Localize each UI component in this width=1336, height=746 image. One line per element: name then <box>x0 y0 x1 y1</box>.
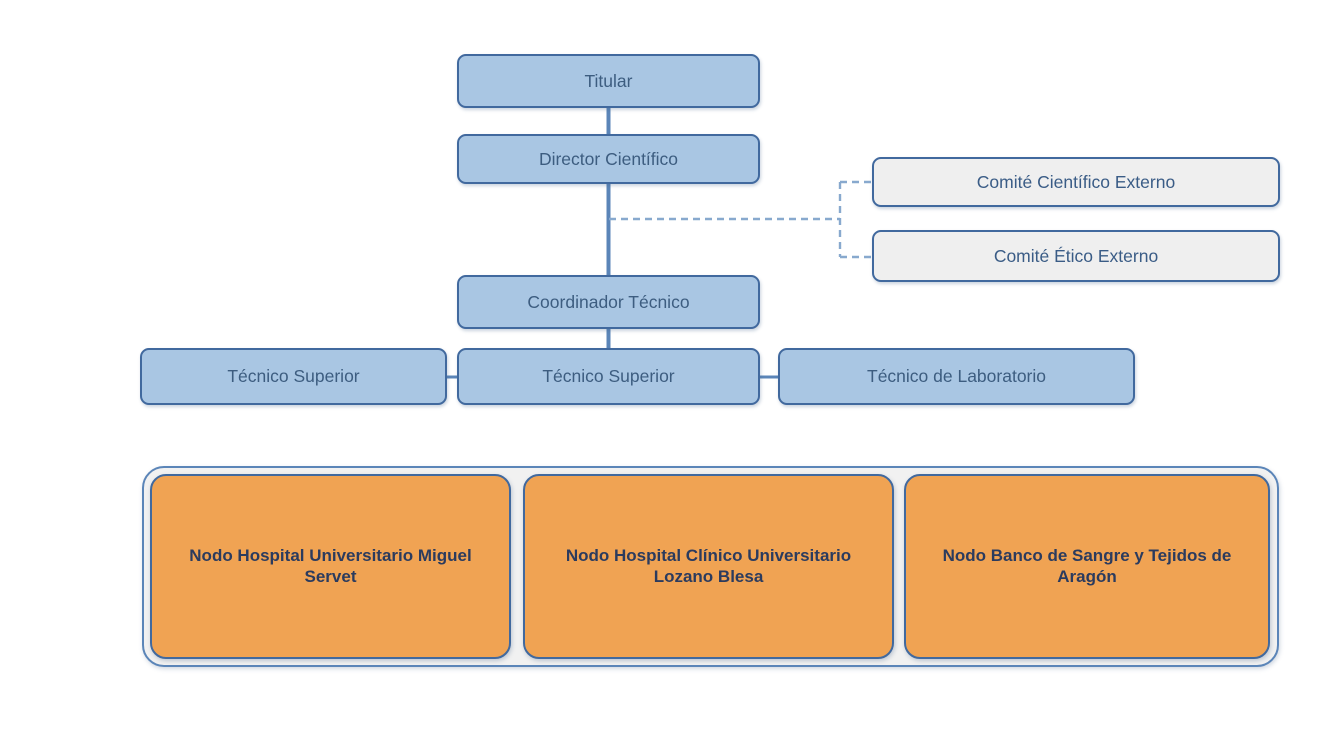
box-director-cientifico[interactable]: Director Científico <box>457 134 760 184</box>
node-hospital-clinico-universitario-lozano-blesa[interactable]: Nodo Hospital Clínico Universitario Loza… <box>523 474 894 659</box>
box-coordinador-tecnico[interactable]: Coordinador Técnico <box>457 275 760 329</box>
node-label: Nodo Hospital Universitario Miguel Serve… <box>189 546 472 586</box>
box-tecnico-de-laboratorio[interactable]: Técnico de Laboratorio <box>778 348 1135 405</box>
node-label: Nodo Hospital Clínico Universitario Loza… <box>565 546 852 586</box>
box-comite-etico-externo[interactable]: Comité Ético Externo <box>872 230 1280 282</box>
box-tecnico-superior-2[interactable]: Técnico Superior <box>457 348 760 405</box>
box-titular[interactable]: Titular <box>457 54 760 108</box>
node-hospital-universitario-miguel-servet[interactable]: Nodo Hospital Universitario Miguel Serve… <box>150 474 511 659</box>
node-label: Nodo Banco de Sangre y Tejidos de Aragón <box>942 546 1232 586</box>
box-comite-cientifico-externo[interactable]: Comité Científico Externo <box>872 157 1280 207</box>
box-tecnico-superior-1[interactable]: Técnico Superior <box>140 348 447 405</box>
node-banco-de-sangre-y-tejidos-de-aragon[interactable]: Nodo Banco de Sangre y Tejidos de Aragón <box>904 474 1270 659</box>
